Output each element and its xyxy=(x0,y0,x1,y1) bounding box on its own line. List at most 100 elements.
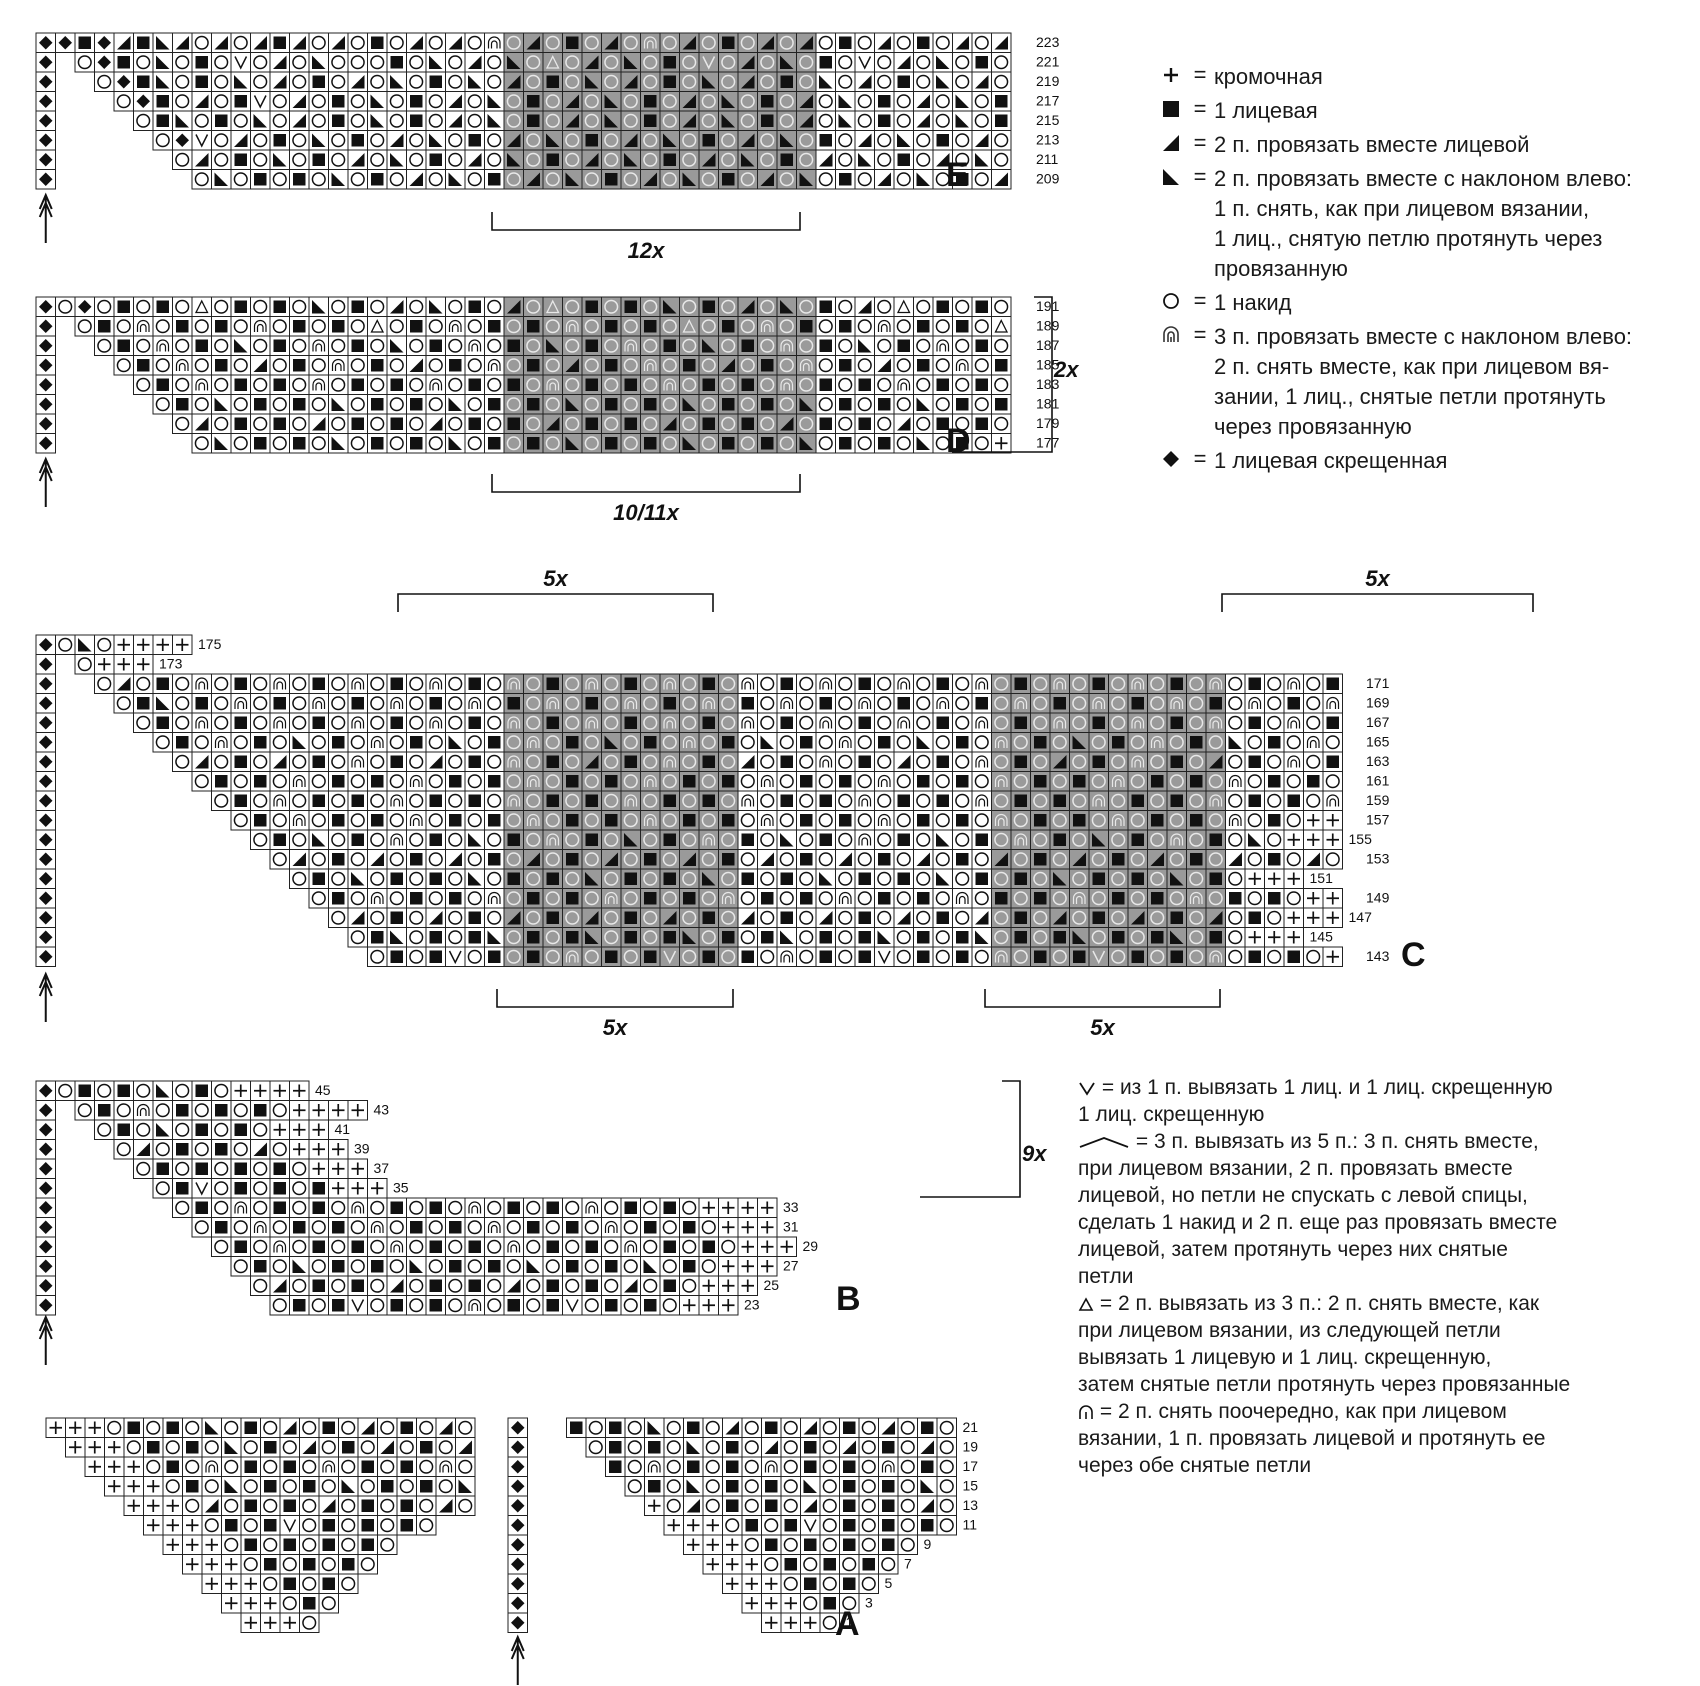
circle-icon xyxy=(448,910,463,925)
triple-arch-icon xyxy=(975,716,989,729)
triple-arch-icon xyxy=(312,696,326,709)
triangle-left-icon xyxy=(585,872,599,886)
circle-icon xyxy=(428,735,443,750)
triangle-right-icon xyxy=(565,94,579,108)
circle-icon xyxy=(623,35,638,50)
chart-cell xyxy=(1088,790,1109,811)
chart-cell xyxy=(269,673,290,694)
circle-icon xyxy=(136,676,151,691)
filled-square-icon xyxy=(351,1240,364,1253)
chart-cell xyxy=(991,732,1012,753)
triple-arch-icon xyxy=(292,813,306,826)
triangle-right-icon xyxy=(877,358,891,372)
circle-icon xyxy=(214,676,229,691)
circle-icon xyxy=(877,416,892,431)
circle-icon xyxy=(175,676,190,691)
circle-icon xyxy=(682,377,697,392)
filled-square-icon xyxy=(332,1260,345,1273)
filled-square-icon xyxy=(312,153,325,166)
triangle-right-icon xyxy=(448,852,462,866)
filled-square-icon xyxy=(156,114,169,127)
circle-icon xyxy=(662,436,677,451)
filled-square-icon xyxy=(429,1201,442,1214)
circle-icon xyxy=(311,113,326,128)
diamond-icon xyxy=(39,358,53,372)
filled-square-icon xyxy=(254,1260,267,1273)
circle-icon xyxy=(604,416,619,431)
triple-arch-icon xyxy=(780,339,794,352)
circle-icon xyxy=(253,832,268,847)
circle-icon xyxy=(1325,852,1340,867)
chart-cell xyxy=(269,790,290,811)
filled-square-icon xyxy=(882,1538,895,1551)
filled-square-icon xyxy=(351,417,364,430)
circle-icon xyxy=(701,735,716,750)
circle-icon xyxy=(994,832,1009,847)
triangle-right-icon xyxy=(858,133,872,147)
legend-text: кромочная xyxy=(1214,64,1323,89)
filled-square-icon xyxy=(1190,775,1203,788)
triangle-outline-icon xyxy=(545,299,560,314)
triple-arch-icon xyxy=(877,319,891,332)
triangle-right-icon xyxy=(429,911,443,925)
row-number: 39 xyxy=(354,1141,370,1157)
filled-square-icon xyxy=(897,339,910,352)
circle-icon xyxy=(1091,852,1106,867)
circle-icon xyxy=(467,35,482,50)
row-number: 213 xyxy=(1036,132,1060,148)
filled-square-icon xyxy=(897,75,910,88)
circle-icon xyxy=(253,416,268,431)
triple-arch-icon xyxy=(1287,716,1301,729)
circle-icon xyxy=(857,891,872,906)
triple-arch-icon xyxy=(1228,774,1242,787)
filled-square-icon xyxy=(546,153,559,166)
filled-square-icon xyxy=(507,872,520,885)
circle-icon xyxy=(526,910,541,925)
circle-icon xyxy=(253,676,268,691)
row-number: 17 xyxy=(963,1458,979,1474)
triple-arch-icon xyxy=(1306,735,1320,748)
filled-square-icon xyxy=(273,833,286,846)
filled-square-icon xyxy=(1287,950,1300,963)
filled-square-icon xyxy=(527,320,540,333)
triangle-right-icon xyxy=(877,172,891,186)
circle-icon xyxy=(506,852,521,867)
diamond-icon xyxy=(39,774,53,788)
circle-icon xyxy=(877,715,892,730)
triangle-left-icon xyxy=(799,397,813,411)
circle-icon xyxy=(818,436,833,451)
circle-icon xyxy=(584,436,599,451)
circle-icon xyxy=(331,793,346,808)
circle-icon xyxy=(857,813,872,828)
triple-arch-icon xyxy=(1209,677,1223,690)
filled-square-icon xyxy=(663,697,676,710)
triangle-left-icon xyxy=(838,114,852,128)
triple-arch-icon xyxy=(663,677,677,690)
filled-square-icon xyxy=(293,398,306,411)
circle-icon xyxy=(409,676,424,691)
circle-icon xyxy=(409,152,424,167)
circle-icon xyxy=(194,735,209,750)
filled-square-icon xyxy=(624,872,637,885)
triangle-left-icon xyxy=(390,153,404,167)
chart-cell xyxy=(698,693,719,714)
triple-arch-icon xyxy=(1228,813,1242,826)
filled-square-icon xyxy=(921,1460,934,1473)
circle-icon xyxy=(818,172,833,187)
triangle-right-icon xyxy=(877,36,891,50)
diamond-icon xyxy=(39,397,53,411)
circle-icon xyxy=(370,133,385,148)
triangle-left-icon xyxy=(682,436,696,450)
triangle-right-icon xyxy=(741,55,755,69)
triple-arch-icon xyxy=(507,716,521,729)
plus-icon xyxy=(1287,833,1300,846)
chart-cell xyxy=(250,1217,271,1238)
filled-square-icon xyxy=(644,398,657,411)
circle-icon xyxy=(760,299,775,314)
triple-arch-icon xyxy=(780,696,794,709)
filled-square-icon xyxy=(1170,950,1183,963)
circle-icon xyxy=(1306,715,1321,730)
row-number: 167 xyxy=(1366,714,1390,730)
repeat-bracket xyxy=(491,212,801,231)
plus-icon xyxy=(1326,814,1339,827)
